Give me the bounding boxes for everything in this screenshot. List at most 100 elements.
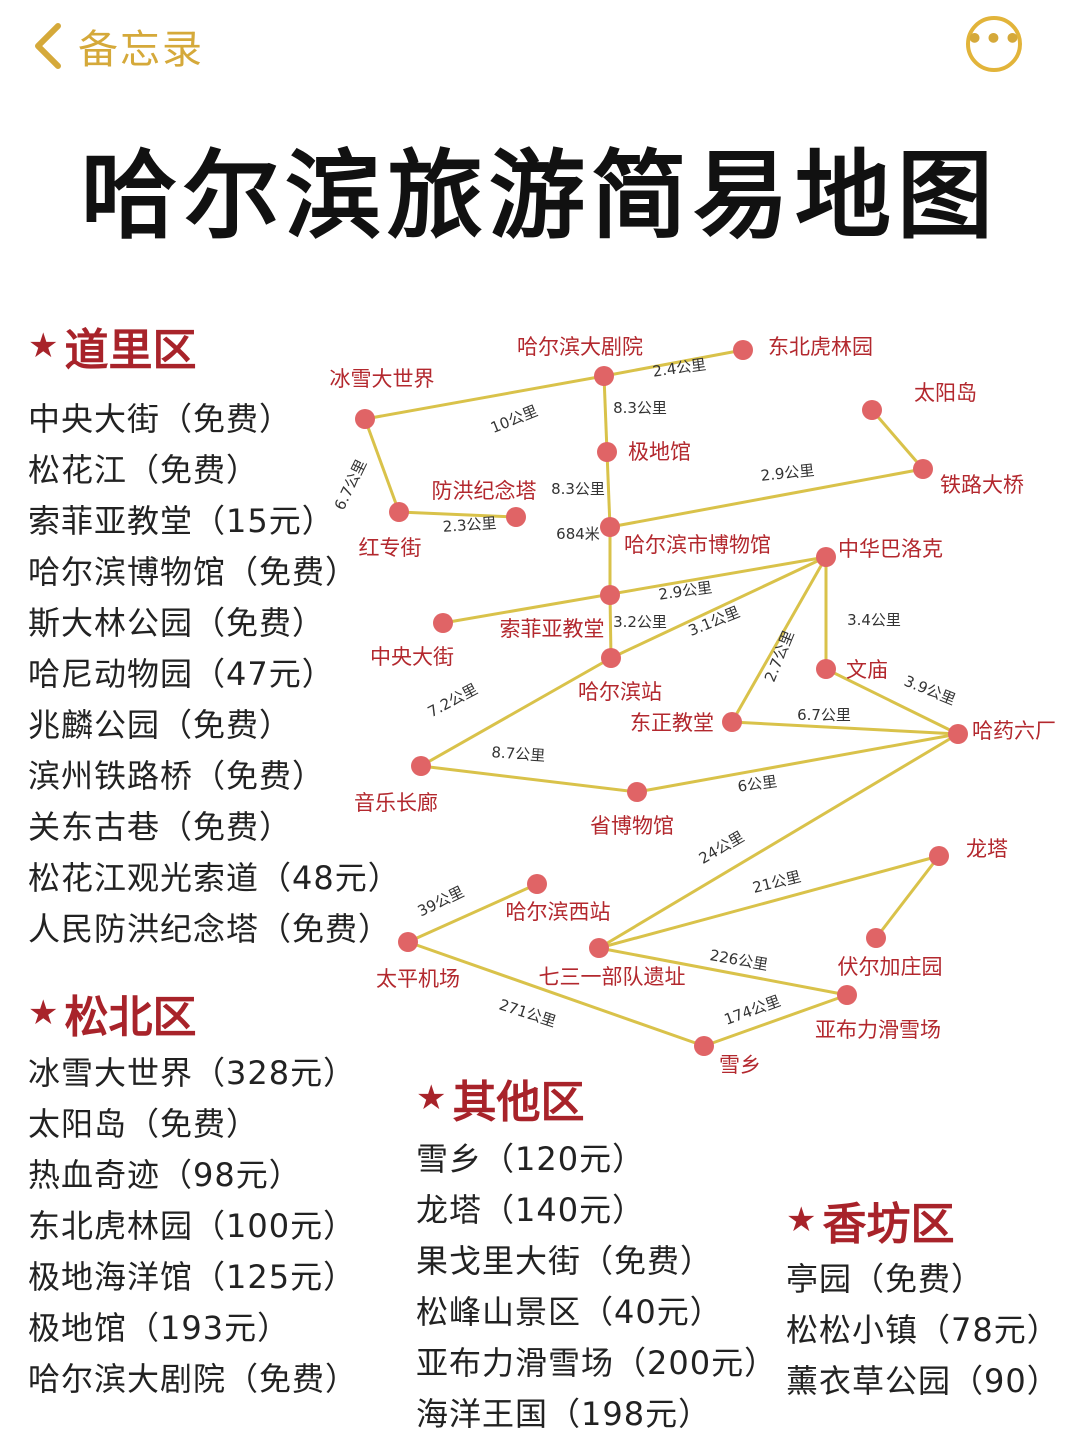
map-node xyxy=(866,928,886,948)
route-line xyxy=(870,409,925,470)
map-node xyxy=(433,613,453,633)
map-node xyxy=(589,938,609,958)
map-node xyxy=(506,507,526,527)
spot-item: 人民防洪纪念塔（免费） xyxy=(28,910,392,948)
route-line xyxy=(420,764,638,794)
routes-layer xyxy=(363,348,959,1048)
map-node xyxy=(601,648,621,668)
distance-label: 10公里 xyxy=(488,402,540,437)
map-node xyxy=(913,459,933,479)
route-line xyxy=(874,855,941,939)
distance-label: 2.7公里 xyxy=(761,628,798,685)
place-label: 中央大街 xyxy=(370,645,454,669)
route-line xyxy=(825,667,959,736)
place-label: 伏尔加庄园 xyxy=(838,955,943,979)
star-icon: ★ xyxy=(416,1078,447,1118)
map-node xyxy=(600,517,620,537)
spot-list: 中央大街（免费）松花江（免费）索菲亚教堂（15元）哈尔滨博物馆（免费）斯大林公园… xyxy=(28,394,401,955)
spot-item: 斯大林公园（免费） xyxy=(28,604,326,642)
back-label: 备忘录 xyxy=(78,27,204,73)
place-label: 龙塔 xyxy=(966,837,1008,861)
top-nav-bar: 备忘录 ••• xyxy=(0,0,1080,96)
distance-label: 2.9公里 xyxy=(657,578,713,603)
distance-label: 6公里 xyxy=(736,772,778,795)
distance-label: 8.3公里 xyxy=(551,480,605,498)
map-node xyxy=(816,659,836,679)
place-label: 哈尔滨站 xyxy=(578,680,662,704)
map-node xyxy=(929,846,949,866)
map-node xyxy=(600,585,620,605)
distance-label: 2.3公里 xyxy=(442,514,497,536)
map-node xyxy=(389,502,409,522)
star-icon: ★ xyxy=(786,1200,817,1240)
route-line xyxy=(609,467,924,529)
spot-list: 亭园（免费）松松小镇（78元）薰衣草公园（90） xyxy=(786,1254,1060,1407)
district-name: 松北区 xyxy=(64,992,197,1043)
place-label: 太阳岛 xyxy=(914,381,977,405)
route-line xyxy=(731,720,959,736)
route-line xyxy=(598,946,848,997)
map-node xyxy=(722,712,742,732)
route-line xyxy=(610,555,827,660)
district-other: ★ 其他区 雪乡（120元）龙塔（140元）果戈里大街（免费）松峰山景区（40元… xyxy=(416,1070,777,1440)
place-label: 雪乡 xyxy=(719,1053,761,1077)
district-title: ★ 香坊区 xyxy=(786,1192,1060,1250)
route-line xyxy=(364,374,605,421)
district-name: 其他区 xyxy=(452,1077,585,1128)
distance-label: 8.7公里 xyxy=(491,743,546,765)
distance-label: 7.2公里 xyxy=(425,680,481,721)
spot-item: 果戈里大街（免费） xyxy=(416,1242,714,1280)
distance-label: 684米 xyxy=(556,525,600,543)
map-node xyxy=(411,756,431,776)
place-label: 东正教堂 xyxy=(630,711,714,735)
place-label: 冰雪大世界 xyxy=(330,367,435,391)
route-line xyxy=(420,656,612,768)
spot-item: 海洋王国（198元） xyxy=(416,1395,712,1433)
spot-list: 冰雪大世界（328元）太阳岛（免费）热血奇迹（98元）东北虎林园（100元）极地… xyxy=(28,1048,358,1405)
map-node xyxy=(948,724,968,744)
place-label: 七三一部队遗址 xyxy=(539,965,686,989)
distance-label: 174公里 xyxy=(722,992,783,1029)
route-line xyxy=(605,451,612,528)
spot-item: 亭园（免费） xyxy=(786,1260,985,1298)
distance-label: 2.9公里 xyxy=(760,461,815,485)
place-label: 铁路大桥 xyxy=(940,473,1024,497)
spot-item: 索菲亚教堂（15元） xyxy=(28,502,335,540)
place-label: 哈尔滨市博物馆 xyxy=(624,533,771,557)
route-line xyxy=(730,556,828,723)
spot-item: 热血奇迹（98元） xyxy=(28,1156,302,1194)
spot-item: 松松小镇（78元） xyxy=(786,1311,1060,1349)
map-node xyxy=(733,340,753,360)
route-line xyxy=(602,375,609,453)
spot-item: 滨州铁路桥（免费） xyxy=(28,757,326,795)
map-node xyxy=(694,1036,714,1056)
map-node xyxy=(627,782,647,802)
place-label: 省博物馆 xyxy=(590,814,674,838)
chevron-left-icon xyxy=(35,23,61,69)
more-icon: ••• xyxy=(965,22,1023,55)
district-daoli: ★ 道里区 中央大街（免费）松花江（免费）索菲亚教堂（15元）哈尔滨博物馆（免费… xyxy=(28,318,401,955)
place-label: 亚布力滑雪场 xyxy=(815,1018,941,1042)
spot-item: 极地馆（193元） xyxy=(28,1309,291,1347)
distance-label: 3.2公里 xyxy=(613,613,667,631)
district-title: ★ 道里区 xyxy=(28,318,401,376)
star-icon: ★ xyxy=(28,326,59,366)
spot-item: 雪乡（120元） xyxy=(416,1140,646,1178)
more-button[interactable]: ••• xyxy=(966,16,1022,72)
place-label: 中华巴洛克 xyxy=(838,537,943,561)
spot-item: 哈尔滨博物馆（免费） xyxy=(28,553,359,591)
route-line xyxy=(398,510,517,519)
map-node xyxy=(594,366,614,386)
distance-label: 21公里 xyxy=(751,867,803,896)
nodes-layer xyxy=(355,340,968,1056)
spot-item: 中央大街（免费） xyxy=(28,400,293,438)
district-xiangfang: ★ 香坊区 亭园（免费）松松小镇（78元）薰衣草公园（90） xyxy=(786,1192,1060,1407)
route-line xyxy=(442,555,827,625)
district-songbei: ★ 松北区 冰雪大世界（328元）太阳岛（免费）热血奇迹（98元）东北虎林园（1… xyxy=(28,985,358,1405)
distance-label: 2.4公里 xyxy=(651,355,707,380)
back-button[interactable]: 备忘录 xyxy=(28,14,204,78)
spot-item: 关东古巷（免费） xyxy=(28,808,293,846)
place-label: 索菲亚教堂 xyxy=(500,617,605,641)
map-node xyxy=(398,932,418,952)
